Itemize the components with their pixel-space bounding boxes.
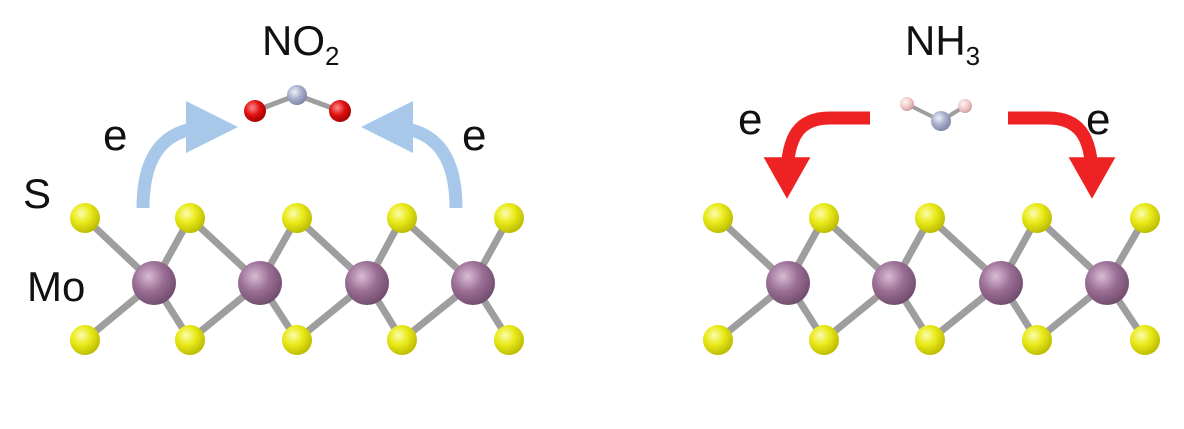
s-atom	[703, 203, 733, 233]
mo-atom	[766, 261, 810, 305]
s-atom	[703, 325, 733, 355]
s-atom	[387, 325, 417, 355]
right-mo-atoms	[766, 261, 1129, 305]
s-atom	[915, 325, 945, 355]
s-atom	[494, 325, 524, 355]
sulfur-label: S	[23, 170, 51, 217]
electron-donation-arrow	[763, 111, 870, 199]
mo-atom	[451, 261, 495, 305]
electron-transfer-arrow	[136, 101, 238, 209]
s-atom	[70, 203, 100, 233]
s-atom	[494, 203, 524, 233]
nitrogen-atom	[931, 111, 951, 131]
no2-molecule	[244, 85, 351, 122]
electron-label: e	[103, 111, 127, 160]
oxygen-atom	[244, 100, 266, 122]
s-atom	[1022, 203, 1052, 233]
electron-donation-arrow	[1008, 111, 1116, 199]
nh3-molecule	[900, 97, 972, 131]
s-atom	[809, 203, 839, 233]
molybdenum-label: Mo	[27, 263, 85, 310]
nh3-label: NH3	[905, 17, 980, 71]
s-atom	[70, 325, 100, 355]
s-atom	[175, 325, 205, 355]
s-atom	[175, 203, 205, 233]
nitrogen-atom	[287, 85, 307, 105]
electron-label: e	[738, 95, 762, 144]
electron-label: e	[462, 111, 486, 160]
s-atom	[282, 203, 312, 233]
s-atom	[1130, 325, 1160, 355]
mo-atom	[238, 261, 282, 305]
left-s-atoms	[70, 203, 524, 355]
left-panel: NO2 e e S Mo	[23, 17, 524, 355]
right-s-atoms	[703, 203, 1160, 355]
right-panel: NH3 e e	[703, 17, 1160, 355]
s-atom	[1130, 203, 1160, 233]
electron-label: e	[1086, 95, 1110, 144]
s-atom	[809, 325, 839, 355]
mo-atom	[345, 261, 389, 305]
mo-atom	[132, 261, 176, 305]
electron-transfer-arrow	[361, 101, 463, 209]
s-atom	[1022, 325, 1052, 355]
s-atom	[387, 203, 417, 233]
mo-atom	[872, 261, 916, 305]
mo-atom	[979, 261, 1023, 305]
left-mo-atoms	[132, 261, 495, 305]
no2-label: NO2	[262, 17, 339, 71]
mo-atom	[1085, 261, 1129, 305]
hydrogen-atom	[900, 97, 914, 111]
s-atom	[915, 203, 945, 233]
s-atom	[282, 325, 312, 355]
oxygen-atom	[329, 100, 351, 122]
hydrogen-atom	[958, 99, 972, 113]
